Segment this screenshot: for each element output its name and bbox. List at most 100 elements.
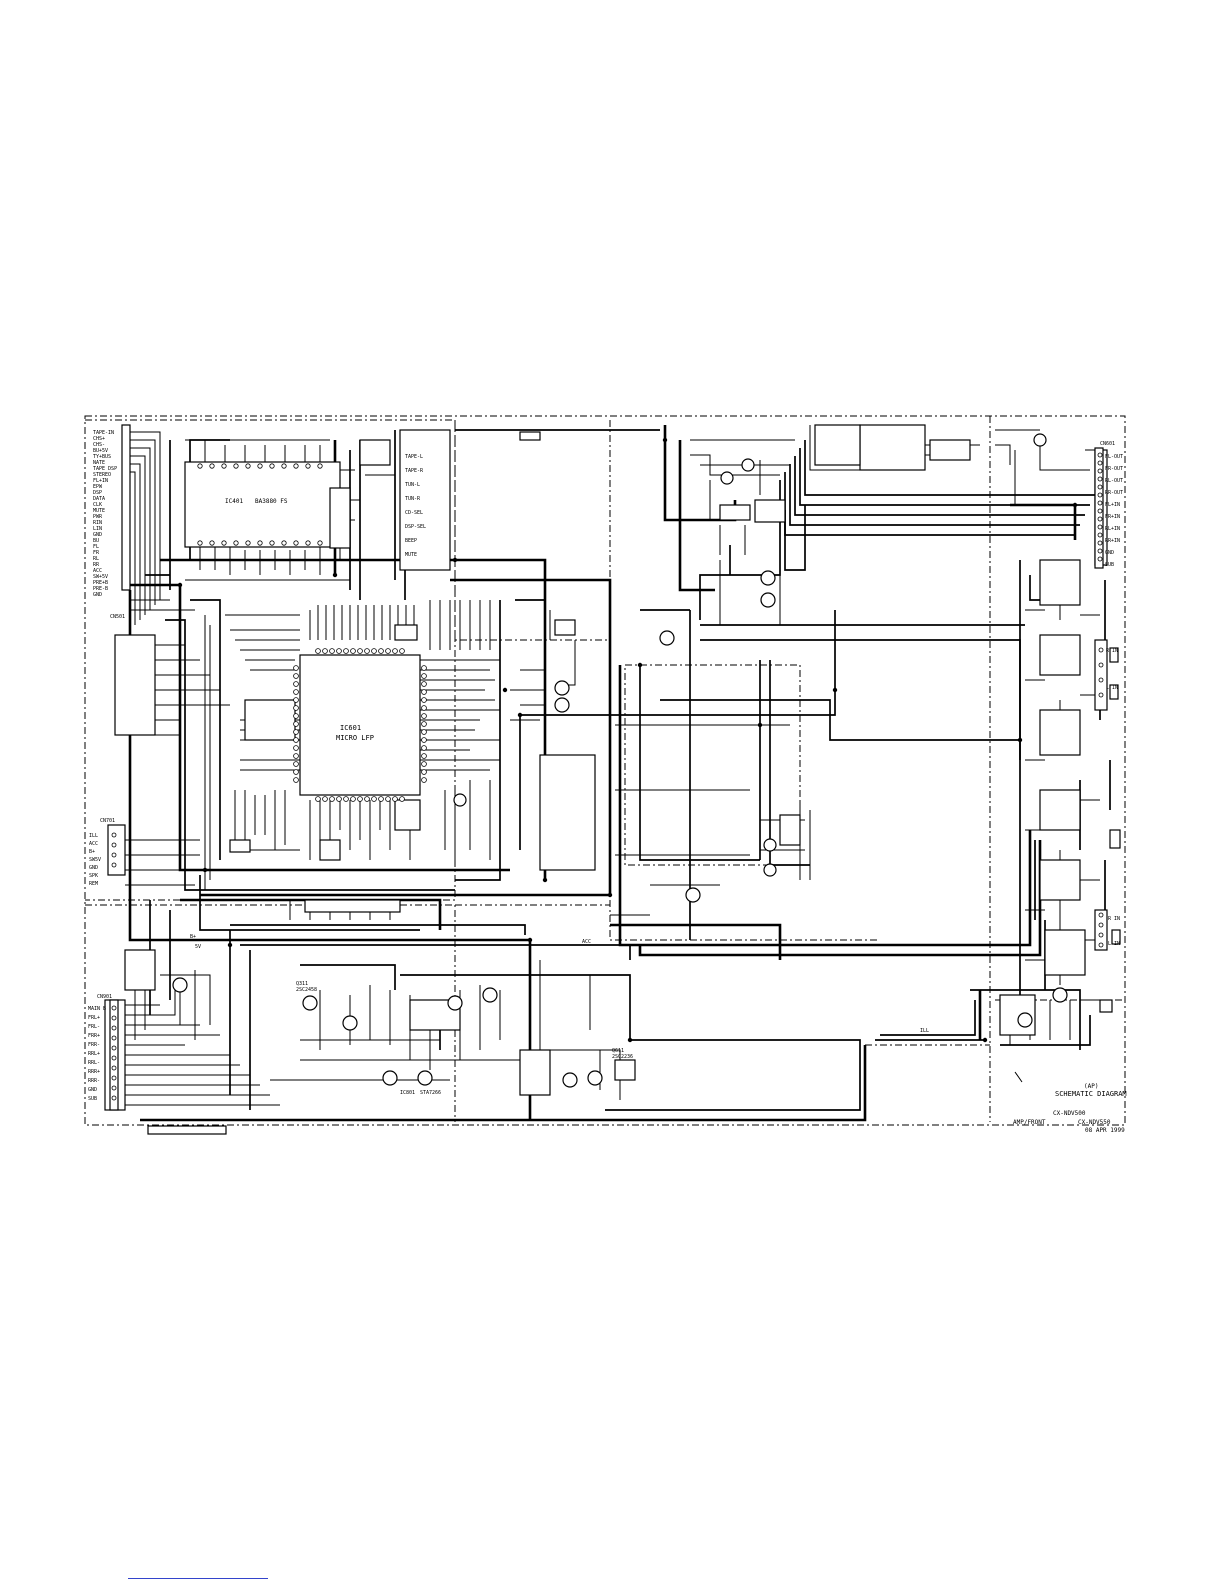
- left-label: GND: [93, 532, 102, 538]
- left-label: TY+BUS: [93, 454, 111, 460]
- rail-labels: B+ 5V ACC ILL: [190, 934, 929, 1034]
- left-label: PWR: [93, 514, 103, 520]
- left-label: EPW: [93, 484, 103, 490]
- left-label: DSP: [93, 490, 102, 496]
- right-label: RR+IN: [1105, 538, 1120, 544]
- left-label: STEREO: [93, 472, 111, 478]
- mid-label: CD-SEL: [405, 510, 423, 516]
- left-lower-labels: ILL ACC B+ SW5V GND SPK REM: [89, 833, 101, 887]
- connector-labels: CN501 CN701 CN901 CN601: [97, 441, 1115, 1000]
- mid-block-labels: TAPE-L TAPE-R TUN-L TUN-R CD-SEL DSP-SEL…: [405, 454, 426, 558]
- mid-label: TUN-L: [405, 482, 420, 488]
- left-bottom-label: FRR+: [88, 1033, 100, 1039]
- title-block: (AP) SCHEMATIC DIAGRAM CX-NDV500 AMP/FRO…: [1013, 1071, 1127, 1134]
- right-label: GND: [1105, 550, 1114, 556]
- cn601-label: CN601: [1100, 441, 1115, 447]
- rail-label: ILL: [920, 1028, 929, 1034]
- ic401-part: BA3880 FS: [255, 498, 288, 505]
- right-label: SUB: [1105, 562, 1114, 568]
- part-number-a: CX-NDV500: [1053, 1110, 1086, 1117]
- revision-date: 08 APR 1999: [1085, 1127, 1125, 1134]
- left-bottom-label: RRL-: [88, 1060, 100, 1066]
- left-bottom-label: RRR-: [88, 1078, 100, 1084]
- cn901-label: CN901: [97, 994, 112, 1000]
- left-label: CHS-: [93, 442, 105, 448]
- left-label: PRE+B: [93, 580, 108, 586]
- cn501-label: CN501: [110, 614, 125, 620]
- mid-label: DSP-SEL: [405, 524, 426, 530]
- left-label: FL: [93, 544, 99, 550]
- left-label: FL+IN: [93, 478, 108, 484]
- left-label: CLK: [93, 502, 102, 508]
- left-bottom-label: GND: [88, 1087, 97, 1093]
- part-number-b: CX-NDV550: [1078, 1119, 1111, 1126]
- cn701-label: CN701: [100, 818, 115, 824]
- model-label: (AP): [1084, 1083, 1098, 1090]
- right-small-label: R IN: [1108, 916, 1120, 922]
- left-label: GND: [93, 592, 102, 598]
- left-label: BU+5V: [93, 448, 108, 454]
- transistors: [172, 433, 1068, 1088]
- right-label: RL+IN: [1105, 526, 1120, 532]
- left-label: RIN: [93, 520, 102, 526]
- footnote-rule: [128, 1578, 268, 1579]
- q611-part: 2SC2236: [612, 1054, 633, 1060]
- mid-label: TAPE-L: [405, 454, 423, 460]
- left-bottom-label: FRL+: [88, 1015, 100, 1021]
- schematic-title: SCHEMATIC DIAGRAM: [1055, 1090, 1127, 1098]
- right-label: FR+IN: [1105, 514, 1120, 520]
- q311-ref: Q311: [296, 981, 308, 987]
- right-label: FL-OUT: [1105, 454, 1123, 460]
- left-label: RL: [93, 556, 99, 562]
- left-label: NATE: [93, 460, 105, 466]
- right-label: RR-OUT: [1105, 490, 1123, 496]
- left-lower-label: SPK: [89, 873, 98, 879]
- left-bottom-label: SUB: [88, 1096, 97, 1102]
- right-label: FL+IN: [1105, 502, 1120, 508]
- right-label: RL-OUT: [1105, 478, 1123, 484]
- board-name: AMP/FRONT: [1013, 1119, 1046, 1126]
- rail-label: ACC: [582, 939, 591, 945]
- left-bottom-label: MAIN B: [88, 1006, 106, 1012]
- left-lower-label: REM: [89, 881, 98, 887]
- ic401-block: IC401 BA3880 FS: [184, 461, 351, 549]
- left-label: BU: [93, 538, 99, 544]
- ic601-ref: IC601: [340, 724, 361, 732]
- board-tag-frame: [147, 1125, 227, 1135]
- left-bottom-label: FRR-: [88, 1042, 100, 1048]
- left-label: PRE-B: [93, 586, 108, 592]
- rail-label: B+: [190, 934, 196, 940]
- left-label: CHS+: [93, 436, 105, 442]
- left-lower-label: GND: [89, 865, 98, 871]
- left-lower-label: ILL: [89, 833, 98, 839]
- left-signal-labels: TAPE-IN CHS+ CHS- BU+5V TY+BUS NATE TAPE…: [93, 430, 117, 598]
- right-label: FR-OUT: [1105, 466, 1123, 472]
- left-bottom-label: FRL-: [88, 1024, 100, 1030]
- mid-label: TAPE-R: [405, 468, 424, 474]
- left-label: MUTE: [93, 508, 105, 514]
- ic601-block: IC601 MICRO LFP: [299, 654, 421, 796]
- left-lower-label: SW5V: [89, 857, 101, 863]
- left-bottom-label: RRR+: [88, 1069, 100, 1075]
- junctions: [177, 437, 1078, 1043]
- ic-pins: [197, 463, 427, 802]
- ic401-ref: IC401: [225, 498, 243, 505]
- mid-label: MUTE: [405, 552, 417, 558]
- ic-labels: Q311 2SC2458 IC801 STA7266 Q611 2SC2236: [296, 981, 633, 1096]
- q311-part: 2SC2458: [296, 987, 317, 993]
- mid-label: TUN-R: [405, 496, 421, 502]
- left-lower-label: ACC: [89, 841, 98, 847]
- left-bottom-label: RRL+: [88, 1051, 100, 1057]
- right-small-label: R IN: [1106, 648, 1118, 654]
- left-label: TAPE-IN: [93, 430, 114, 436]
- ic801-part: STA7266: [420, 1090, 441, 1096]
- ic801-ref: IC801: [400, 1090, 415, 1096]
- ic601-part: MICRO LFP: [336, 734, 374, 742]
- mid-label: BEEP: [405, 538, 417, 544]
- right-small-label: L IN: [1106, 685, 1118, 691]
- left-label: LIN: [93, 526, 102, 532]
- right-output-labels: FL-OUT FR-OUT RL-OUT RR-OUT FL+IN FR+IN …: [1105, 454, 1123, 947]
- left-label: SW+5V: [93, 574, 108, 580]
- left-lower-label: B+: [89, 849, 95, 855]
